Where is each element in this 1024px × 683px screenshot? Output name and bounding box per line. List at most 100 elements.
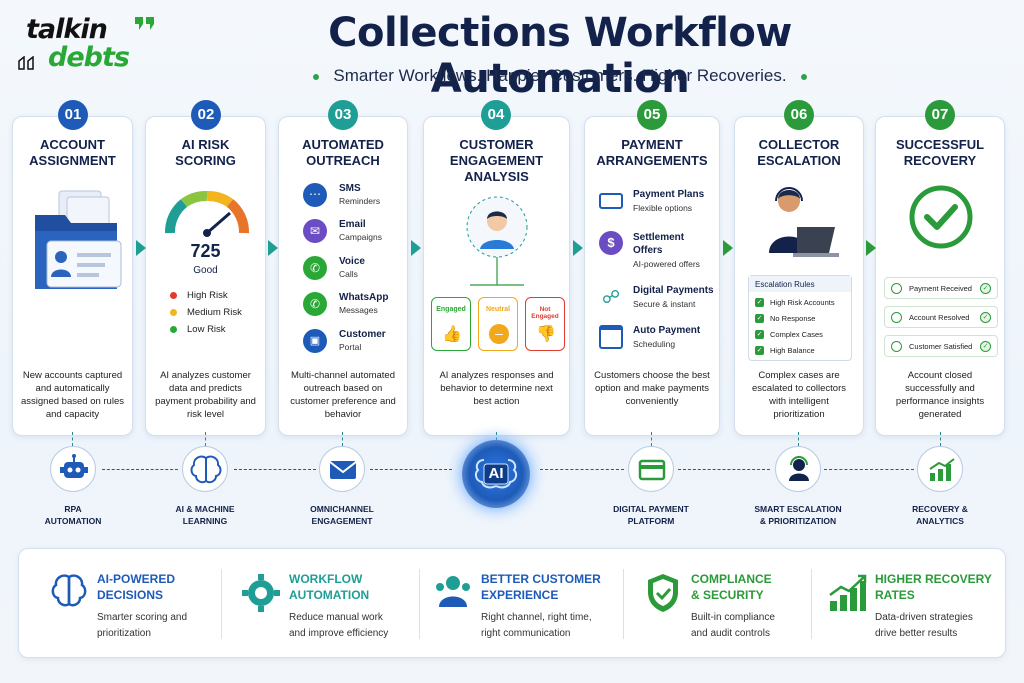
step-number-badge: 03 <box>328 100 358 130</box>
neutral-icon: – <box>489 324 509 344</box>
customer-avatar-icon <box>466 196 528 286</box>
connector-line <box>651 432 652 446</box>
dollar-icon: $ <box>599 231 623 255</box>
outcome-item: Customer Satisfied✓ <box>884 335 998 357</box>
step-title: AI Risk Scoring <box>175 137 236 168</box>
agent-icon <box>789 456 809 481</box>
flow-arrow-icon <box>268 240 278 256</box>
step-description: New accounts captured and automatically … <box>21 370 124 420</box>
engagement-engaged: Engaged 👍 <box>431 297 471 351</box>
escalation-rules-panel: Escalation Rules ✓High Risk Accounts ✓No… <box>748 275 852 361</box>
step-number-badge: 06 <box>784 100 814 130</box>
legend-item-low: Low Risk <box>170 321 242 338</box>
step-card-2: AI Risk Scoring 725 Good High Risk Mediu… <box>145 116 266 436</box>
step-number-badge: 05 <box>637 100 667 130</box>
ai-core-label: AI <box>488 465 504 482</box>
step-description: Customers choose the best option and mak… <box>594 370 710 407</box>
tech-smart-escalation <box>775 446 821 492</box>
tech-omnichannel <box>319 446 365 492</box>
link-icon: ☍ <box>601 287 621 307</box>
benefit-title: AI-Powered Decisions <box>97 572 175 602</box>
collector-agent-icon <box>769 187 839 257</box>
tech-label: Recovery & Analytics <box>912 504 968 526</box>
card-icon <box>599 193 623 209</box>
email-icon: ✉ <box>303 219 327 243</box>
benefit-recovery-rates: Higher Recovery Rates Data-driven strate… <box>811 549 1003 659</box>
connector-line <box>940 432 941 446</box>
step-card-5: Payment Arrangements Payment PlansFlexib… <box>584 116 720 436</box>
flow-arrow-icon <box>573 240 583 256</box>
connector-line <box>370 469 452 470</box>
payment-card-icon <box>638 459 666 481</box>
benefit-divider <box>811 569 812 639</box>
tech-recovery-analytics <box>917 446 963 492</box>
tech-label: RPA Automation <box>44 504 102 526</box>
growth-chart-icon <box>929 458 955 481</box>
connector-line <box>72 432 73 446</box>
flow-arrow-icon <box>411 240 421 256</box>
connector-line <box>205 432 206 446</box>
step-number-badge: 02 <box>191 100 221 130</box>
connector-line <box>798 432 799 446</box>
step-number-badge: 01 <box>58 100 88 130</box>
step-description: Multi-channel automated outreach based o… <box>290 370 396 420</box>
step-description: Account closed successfully and performa… <box>895 370 985 420</box>
step-description: Complex cases are escalated to collector… <box>752 370 846 420</box>
benefits-panel: AI-Powered Decisions Smarter scoring and… <box>18 548 1006 658</box>
sms-icon: ⋯ <box>303 183 327 207</box>
flow-arrow-icon <box>136 240 146 256</box>
folder-profile-icon <box>35 190 122 289</box>
tech-label: Omnichannel Engagement <box>310 504 374 526</box>
benefit-title: Better Customer Experience <box>481 572 601 602</box>
tech-digital-payment <box>628 446 674 492</box>
flow-arrow-icon <box>723 240 733 256</box>
brain-icon <box>51 574 87 607</box>
escalation-rule: ✓Complex Cases <box>755 330 823 339</box>
step-title: Collector Escalation <box>757 137 841 168</box>
step-title: Automated Outreach <box>302 137 384 168</box>
shield-icon <box>648 574 678 612</box>
connector-line <box>234 469 316 470</box>
brand-logo: talkin debts <box>18 12 158 73</box>
step-card-1: Account Assignment New accounts captured… <box>12 116 133 436</box>
outcome-item: Account Resolved✓ <box>884 306 998 328</box>
speech-quote-outline-icon <box>18 56 34 70</box>
escalation-rule: ✓No Response <box>755 314 816 323</box>
step-title: Payment Arrangements <box>596 137 708 168</box>
page-title: Collections Workflow Automation <box>328 10 792 102</box>
risk-gauge-icon <box>165 191 249 237</box>
benefit-title: Higher Recovery Rates <box>875 572 992 602</box>
thumbs-down-icon: 👎 <box>536 326 556 343</box>
benefit-divider <box>221 569 222 639</box>
benefit-divider <box>419 569 420 639</box>
step-description: AI analyzes customer data and predicts p… <box>155 370 256 420</box>
benefit-title: Workflow Automation <box>289 572 370 602</box>
engagement-not-engaged: Not Engaged 👎 <box>525 297 565 351</box>
benefit-description: Right channel, right time, right communi… <box>481 612 592 639</box>
benefit-compliance: Compliance & Security Built-in complianc… <box>627 549 817 659</box>
step-card-6: Collector Escalation Escalation Rules ✓H… <box>734 116 864 436</box>
legend-item-medium: Medium Risk <box>170 304 242 321</box>
benefit-title: Compliance & Security <box>691 572 772 602</box>
step-title: Account Assignment <box>29 137 116 168</box>
success-check-icon <box>909 185 973 249</box>
engagement-neutral: Neutral – <box>478 297 518 351</box>
connector-line <box>102 469 178 470</box>
benefit-divider <box>623 569 624 639</box>
tech-label: Smart Escalation & Prioritization <box>754 504 842 526</box>
escalation-rules-title: Escalation Rules <box>749 276 851 292</box>
customer-icon <box>436 576 470 607</box>
tech-rpa <box>50 446 96 492</box>
step-card-4: Customer Engagement Analysis Engaged 👍 N… <box>423 116 570 436</box>
escalation-rule: ✓High Balance <box>755 346 815 355</box>
step-number-badge: 07 <box>925 100 955 130</box>
escalation-rule: ✓High Risk Accounts <box>755 298 835 307</box>
benefit-description: Reduce manual work and improve efficienc… <box>289 612 389 639</box>
phone-icon: ✆ <box>303 256 327 280</box>
risk-rating: Good <box>193 265 218 276</box>
portal-icon: ▣ <box>303 329 327 353</box>
ai-core-chip: AI <box>462 440 530 508</box>
connector-line <box>540 469 624 470</box>
ai-chip-icon <box>474 459 518 489</box>
